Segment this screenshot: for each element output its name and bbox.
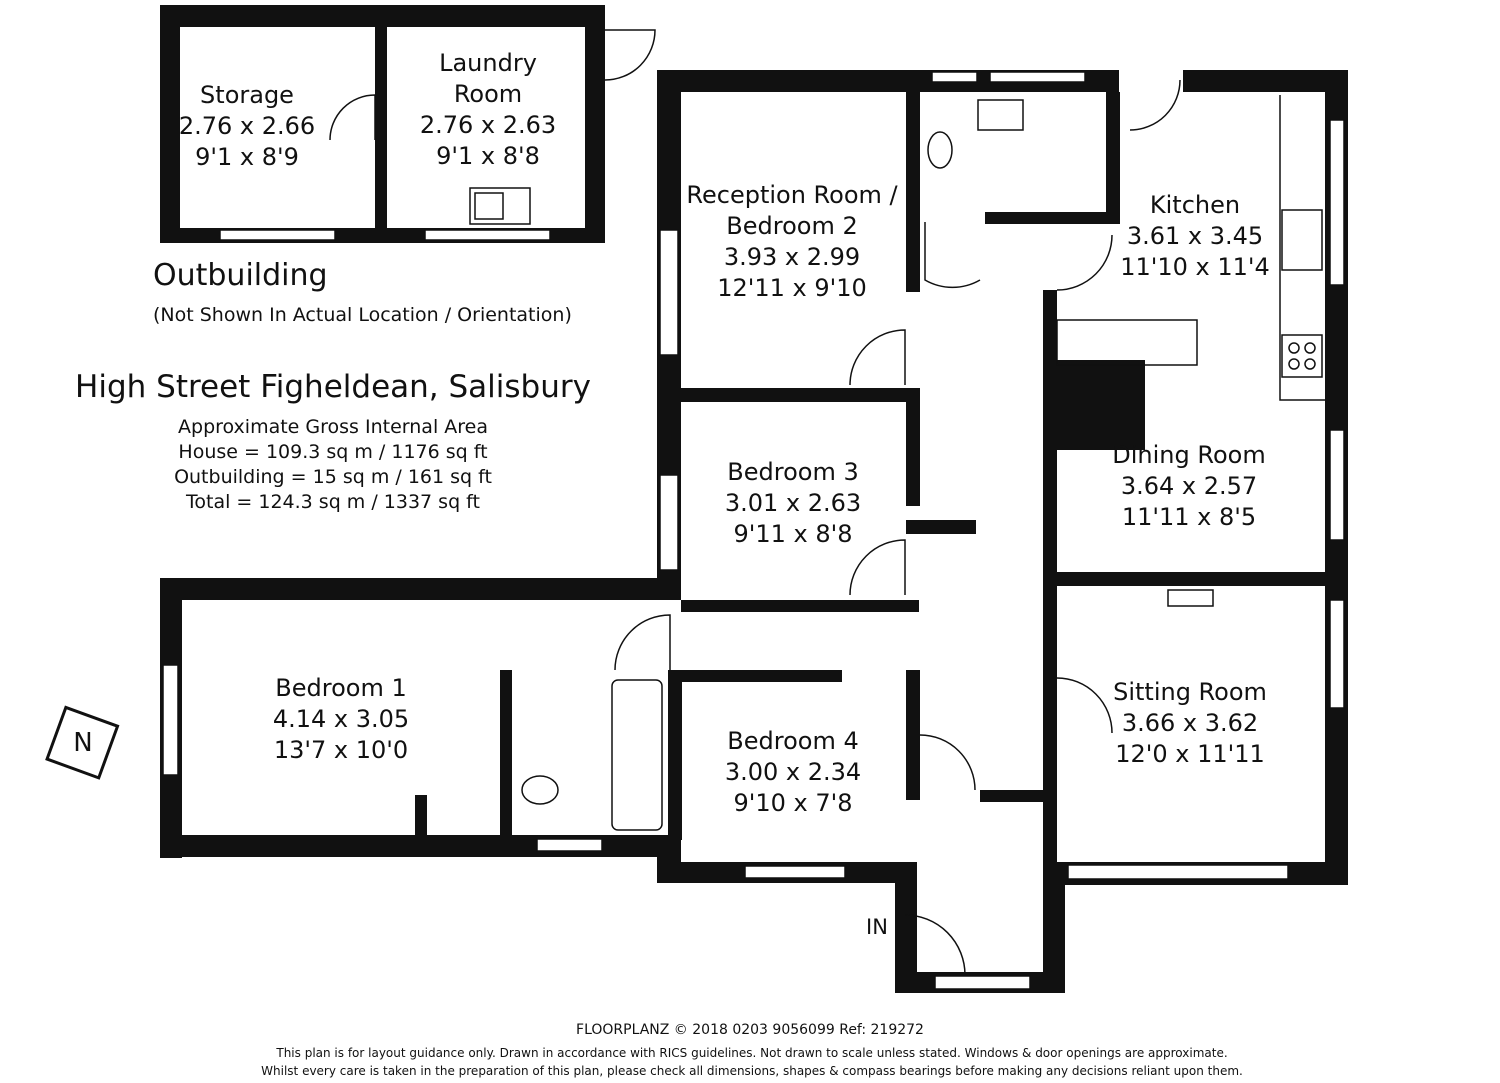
room-imperial: 12'11 x 9'10: [717, 274, 867, 302]
room-imperial: 9'1 x 8'8: [436, 142, 540, 170]
room-imperial: 11'11 x 8'5: [1121, 503, 1257, 531]
door-swings: [329, 29, 1181, 976]
footer-disclaimer-2: Whilst every care is taken in the prepar…: [261, 1064, 1243, 1078]
room-imperial: 12'0 x 11'11: [1115, 740, 1265, 768]
entrance-label: IN: [866, 915, 888, 939]
room-metric: 4.14 x 3.05: [272, 705, 410, 733]
footer-credit: FLOORPLANZ © 2018 0203 9056099 Ref: 2192…: [576, 1022, 924, 1038]
room-metric: 2.76 x 2.66: [178, 112, 316, 140]
room-name: Bedroom 3: [727, 458, 859, 486]
dining-label: Dining Room 3.64 x 2.57 11'11 x 8'5: [1112, 440, 1265, 533]
room-metric: 3.00 x 2.34: [724, 758, 862, 786]
property-address: High Street Figheldean, Salisbury: [75, 369, 591, 405]
room-metric: 3.61 x 3.45: [1126, 222, 1264, 250]
room-imperial: 9'10 x 7'8: [733, 789, 853, 817]
sitting-label: Sitting Room 3.66 x 3.62 12'0 x 11'11: [1113, 677, 1267, 770]
room-name: Laundry: [439, 49, 537, 77]
bedroom4-label: Bedroom 4 3.00 x 2.34 9'10 x 7'8: [725, 726, 861, 819]
room-metric: 2.76 x 2.63: [419, 111, 557, 139]
house-area: House = 109.3 sq m / 1176 sq ft: [178, 441, 488, 463]
reception-label: Reception Room / Bedroom 2 3.93 x 2.99 1…: [686, 180, 897, 304]
compass-letter: N: [73, 728, 93, 758]
room-metric: 3.93 x 2.99: [723, 243, 861, 271]
room-name-line2: Bedroom 2: [726, 212, 858, 240]
storage-label: Storage 2.76 x 2.66 9'1 x 8'9: [179, 80, 315, 173]
fixtures: [469, 95, 1325, 831]
room-name: Bedroom 1: [275, 674, 407, 702]
room-metric: 3.01 x 2.63: [724, 489, 862, 517]
total-area: Total = 124.3 sq m / 1337 sq ft: [186, 491, 480, 513]
room-name: Reception Room /: [686, 181, 898, 209]
outbuilding-note: (Not Shown In Actual Location / Orientat…: [153, 304, 572, 326]
area-heading: Approximate Gross Internal Area: [178, 416, 488, 438]
room-imperial: 11'10 x 11'4: [1120, 253, 1270, 281]
bedroom3-label: Bedroom 3 3.01 x 2.63 9'11 x 8'8: [725, 457, 861, 550]
laundry-label: Laundry Room 2.76 x 2.63 9'1 x 8'8: [420, 48, 556, 172]
room-name: Storage: [200, 81, 294, 109]
room-metric: 3.64 x 2.57: [1120, 472, 1258, 500]
compass: [45, 705, 120, 780]
room-name: Dining Room: [1112, 441, 1266, 469]
windows: [162, 71, 1345, 990]
bedroom1-label: Bedroom 1 4.14 x 3.05 13'7 x 10'0: [273, 673, 409, 766]
kitchen-label: Kitchen 3.61 x 3.45 11'10 x 11'4: [1120, 190, 1270, 283]
room-name: Sitting Room: [1113, 678, 1267, 706]
room-metric: 3.66 x 3.62: [1121, 709, 1259, 737]
room-imperial: 9'1 x 8'9: [195, 143, 299, 171]
room-name: Kitchen: [1149, 191, 1241, 219]
room-imperial: 9'11 x 8'8: [733, 520, 853, 548]
outbuilding-title: Outbuilding: [153, 258, 328, 293]
footer-disclaimer-1: This plan is for layout guidance only. D…: [276, 1046, 1228, 1060]
room-imperial: 13'7 x 10'0: [273, 736, 409, 764]
outbuilding-area: Outbuilding = 15 sq m / 161 sq ft: [174, 466, 492, 488]
room-name: Bedroom 4: [727, 727, 859, 755]
room-name-line2: Room: [453, 80, 523, 108]
